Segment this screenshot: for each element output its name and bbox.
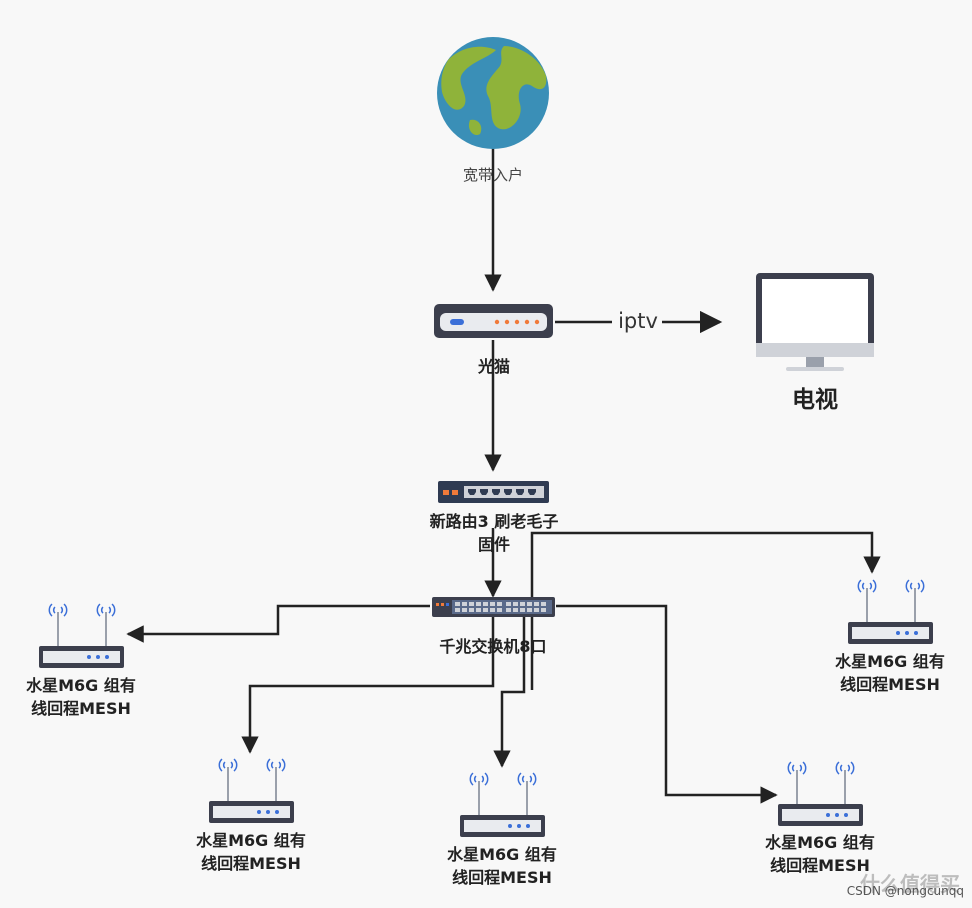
edge-switch-mesh-2 [241, 616, 495, 754]
edge-switch-mesh-3 [493, 616, 526, 768]
router-label-line2: 固件 [477, 535, 510, 554]
mesh-label-5a: 水星M6G 组有 [765, 833, 875, 852]
mesh-router-icon-5 [778, 761, 863, 826]
mesh-label-2b: 线回程MESH [201, 854, 301, 873]
modem-label: 光猫 [477, 357, 510, 376]
switch-label: 千兆交换机8口 [439, 637, 547, 656]
modem-icon [434, 304, 553, 338]
internet-label: 宽带入户 [462, 166, 523, 184]
globe-icon [437, 37, 549, 149]
router-icon [438, 481, 549, 503]
mesh-label-4a: 水星M6G 组有 [835, 652, 945, 671]
mesh-router-icon-2 [209, 758, 294, 823]
iptv-label: iptv [618, 309, 658, 333]
mesh-router-icon-3 [460, 772, 545, 837]
tv-label: 电视 [792, 387, 838, 413]
mesh-label-4b: 线回程MESH [840, 675, 940, 694]
site-watermark: 什么值得买 [860, 872, 960, 896]
connectors [126, 145, 881, 804]
mesh-router-icon-4 [848, 579, 933, 644]
iptv-label-bg [612, 310, 662, 338]
mesh-router-icon-1 [39, 603, 124, 668]
csdn-watermark: CSDN @nongcunqq [846, 884, 964, 898]
mesh-label-5b: 线回程MESH [770, 856, 870, 875]
edge-switch-mesh-5 [556, 604, 778, 804]
mesh-label-2a: 水星M6G 组有 [196, 831, 306, 850]
mesh-label-3a: 水星M6G 组有 [447, 845, 557, 864]
mesh-label-1a: 水星M6G 组有 [26, 676, 136, 695]
mesh-label-3b: 线回程MESH [452, 868, 552, 887]
mesh-label-1b: 线回程MESH [31, 699, 131, 718]
router-label-line1: 新路由3 刷老毛子 [429, 512, 559, 531]
switch-icon [432, 597, 555, 617]
monitor-icon [756, 273, 874, 371]
edge-switch-mesh-1 [126, 604, 430, 643]
